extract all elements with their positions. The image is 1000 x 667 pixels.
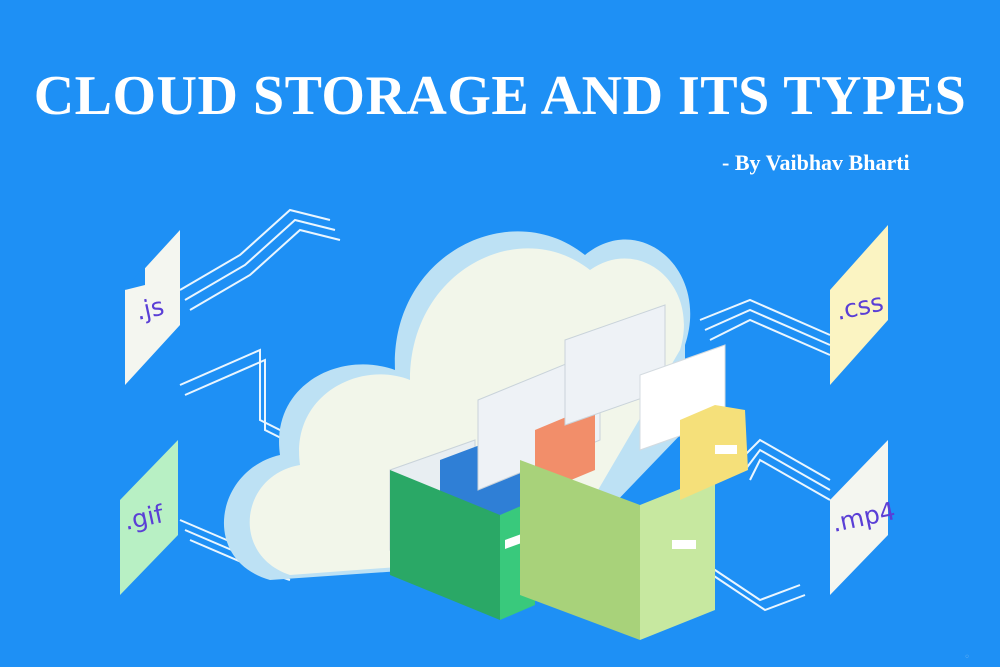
file-card-body [120, 440, 178, 595]
drawer-handle [715, 445, 737, 454]
file-card-gif: .gif [120, 440, 178, 595]
page-title: CLOUD STORAGE AND ITS TYPES [33, 65, 967, 127]
file-card-body [830, 225, 888, 385]
drawer-handle [672, 540, 696, 549]
file-label: .js [133, 292, 166, 326]
file-card-mp4: .mp4 [829, 440, 898, 595]
file-card-body [125, 230, 180, 385]
watermark-icon: ◦ [964, 652, 970, 663]
file-card-css: .css [830, 225, 888, 385]
yellow-file-drawer [564, 304, 748, 500]
author-byline: - By Vaibhav Bharti [722, 150, 910, 175]
file-card-js: .js [125, 230, 180, 385]
file-card-body [830, 440, 888, 595]
